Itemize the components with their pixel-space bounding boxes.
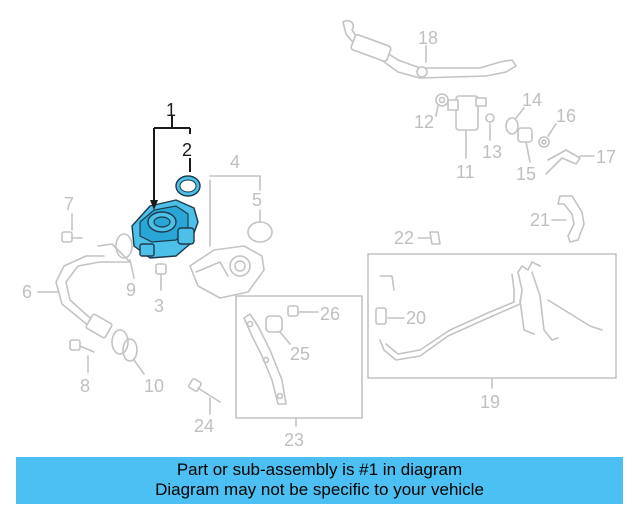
callout-10[interactable]: 10 bbox=[144, 376, 164, 396]
part-7-bolt[interactable] bbox=[61, 213, 83, 243]
callout-9[interactable]: 9 bbox=[126, 280, 136, 300]
part-3-bolt[interactable] bbox=[155, 263, 167, 291]
part-26-bolt[interactable] bbox=[287, 305, 319, 317]
leader-1 bbox=[150, 116, 191, 210]
callout-16[interactable]: 16 bbox=[556, 106, 576, 126]
callout-1[interactable]: 1 bbox=[166, 100, 176, 120]
callout-11[interactable]: 11 bbox=[456, 162, 475, 182]
callout-5[interactable]: 5 bbox=[252, 190, 262, 210]
part-25-bushing[interactable] bbox=[265, 315, 291, 345]
callout-4[interactable]: 4 bbox=[230, 152, 240, 172]
callout-25[interactable]: 25 bbox=[290, 344, 310, 364]
part-23-bracket[interactable] bbox=[243, 313, 287, 405]
part-1-egr-valve[interactable] bbox=[131, 199, 199, 259]
part-18-pipe[interactable] bbox=[342, 19, 517, 79]
callout-7[interactable]: 7 bbox=[64, 194, 74, 214]
part-20-clip[interactable] bbox=[375, 307, 405, 325]
callout-2[interactable]: 2 bbox=[182, 140, 192, 160]
callout-14[interactable]: 14 bbox=[522, 90, 542, 110]
callout-13[interactable]: 13 bbox=[482, 142, 502, 162]
part-2-gasket[interactable] bbox=[175, 175, 201, 197]
callout-23[interactable]: 23 bbox=[284, 430, 304, 450]
callout-18[interactable]: 18 bbox=[418, 28, 438, 48]
part-17-bracket[interactable] bbox=[545, 149, 595, 175]
callout-24[interactable]: 24 bbox=[194, 416, 214, 436]
callout-22[interactable]: 22 bbox=[394, 228, 414, 248]
part-19-pipes[interactable] bbox=[379, 261, 603, 361]
part-12-nut[interactable] bbox=[435, 93, 449, 117]
part-14-oring[interactable] bbox=[505, 107, 525, 135]
part-9-gasket[interactable] bbox=[115, 233, 135, 279]
part-8-bolt[interactable] bbox=[69, 339, 95, 373]
part-21-hose[interactable] bbox=[557, 195, 585, 243]
part-16-washer[interactable] bbox=[538, 123, 557, 148]
callout-12[interactable]: 12 bbox=[414, 112, 434, 132]
part-15-bushing[interactable] bbox=[517, 127, 533, 163]
part-10-gasket[interactable] bbox=[122, 338, 145, 375]
part-4-cooler[interactable] bbox=[189, 179, 265, 299]
callout-8[interactable]: 8 bbox=[80, 376, 90, 396]
part-24-stud[interactable] bbox=[188, 378, 221, 415]
part-6-pipe[interactable] bbox=[55, 243, 131, 355]
banner-line-1: Part or sub-assembly is #1 in diagram bbox=[176, 460, 463, 479]
parts-diagram: 18 11 12 13 14 15 16 17 21 bbox=[22, 19, 617, 450]
callout-26[interactable]: 26 bbox=[320, 304, 340, 324]
info-banner: Part or sub-assembly is #1 in diagram Di… bbox=[16, 457, 623, 504]
callout-20[interactable]: 20 bbox=[406, 308, 426, 328]
part-5-gasket[interactable] bbox=[247, 209, 273, 243]
callout-15[interactable]: 15 bbox=[516, 164, 536, 184]
part-11-solenoid[interactable] bbox=[447, 95, 487, 159]
callout-3[interactable]: 3 bbox=[154, 296, 164, 316]
callout-21[interactable]: 21 bbox=[530, 210, 550, 230]
callout-6[interactable]: 6 bbox=[22, 282, 32, 302]
part-13-washer[interactable] bbox=[485, 113, 495, 141]
banner-line-2: Diagram may not be specific to your vehi… bbox=[155, 480, 484, 499]
group-23-frame bbox=[235, 295, 363, 419]
callout-17[interactable]: 17 bbox=[596, 147, 616, 167]
callout-19[interactable]: 19 bbox=[480, 392, 500, 412]
part-22-hose[interactable] bbox=[417, 231, 441, 245]
